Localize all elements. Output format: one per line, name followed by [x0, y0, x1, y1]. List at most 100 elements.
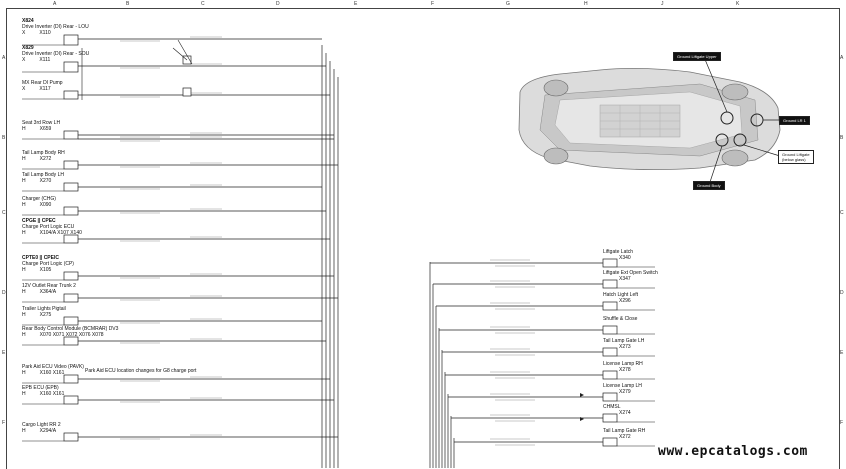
pin-letter: H: [22, 156, 26, 162]
component-name: Seat 3rd Row LH: [22, 120, 61, 126]
callout-leaders: [703, 56, 781, 183]
callout-ground-body: Ground Body: [693, 181, 725, 190]
row-marker-b-r: B: [840, 135, 844, 141]
connector-id: X160 X161: [39, 391, 65, 397]
component-name: Park Aid ECU Video (PAVK): [22, 364, 84, 370]
drawing-frame: [6, 8, 840, 469]
connector-id: X275: [39, 312, 52, 318]
row-marker-d-l: D: [2, 290, 6, 296]
component-name: Drive Inverter (DI) Rear - SOU: [22, 51, 90, 57]
row-marker-c-l: C: [2, 210, 6, 216]
component-group: X829: [22, 45, 34, 51]
connector-id: X105: [39, 267, 52, 273]
connector-id: X659: [39, 126, 52, 132]
component-name: Tail Lamp Gate LH: [603, 338, 645, 344]
callout-line-2: (below glass): [782, 157, 806, 162]
component-name: Liftgate Latch: [603, 249, 634, 255]
pin-letter: H: [22, 391, 26, 397]
component-group: CPGE || CPEC: [22, 218, 56, 224]
connector-block: [63, 61, 79, 73]
pin-letter: H: [22, 428, 26, 434]
component-label: EPB ECU (EPB)H X160 X161: [22, 385, 64, 397]
pin-letter: H: [22, 126, 26, 132]
car-body: [518, 68, 781, 170]
callout-ground-liftgate-upper: Ground Liftgate Upper: [673, 52, 721, 61]
ground-point-liftgate: [733, 133, 747, 147]
column-marker-g: G: [506, 1, 510, 7]
pin-letter: H: [22, 370, 26, 376]
column-marker-b: B: [126, 1, 130, 7]
column-marker-d: D: [276, 1, 280, 7]
connector-id: X273: [619, 344, 631, 350]
pin-letter: H: [22, 289, 26, 295]
pin-letter: H: [22, 230, 26, 236]
connector-id: X340: [619, 255, 631, 261]
connector-id: X278: [619, 367, 631, 373]
connector-id: X117: [39, 86, 51, 92]
column-marker-h: H: [584, 1, 588, 7]
pin-letter: X: [22, 86, 26, 92]
row-marker-e-l: E: [2, 350, 6, 356]
component-pin-conn: H X160 X161: [22, 391, 64, 397]
right-component-label: Shuffle & Close: [603, 316, 637, 322]
arrow-marker: [580, 417, 584, 421]
connector-id: X270: [39, 178, 52, 184]
splice-block: [182, 87, 192, 97]
component-name: Liftgate Ext Open Switch: [603, 270, 658, 276]
component-name: Tail Lamp Body LH: [22, 172, 64, 178]
component-name: Hatch Light Left: [603, 292, 639, 298]
row-marker-c-r: C: [840, 210, 844, 216]
component-name: License Lamp LH: [603, 383, 642, 389]
connector-id: X111: [39, 57, 51, 63]
component-name: Charge Port Logic ECU: [22, 224, 75, 230]
row-marker-f-r: F: [840, 420, 844, 426]
connector-id: X272: [619, 434, 631, 440]
row-marker-a-l: A: [2, 55, 6, 61]
component-name: Tail Lamp Body RH: [22, 150, 65, 156]
callout-line-1: Ground Liftgate: [782, 152, 810, 157]
pin-letter: H: [22, 332, 26, 338]
pin-letter: H: [22, 178, 26, 184]
connector-id: X110: [39, 30, 51, 36]
component-name: License Lamp RH: [603, 361, 643, 367]
row-marker-e-r: E: [840, 350, 844, 356]
row-marker-a-r: A: [840, 55, 844, 61]
row-marker-f-l: F: [2, 420, 6, 426]
arrow-marker: [580, 393, 584, 397]
component-name: EPB ECU (EPB): [22, 385, 59, 391]
connector-id: X274: [619, 410, 631, 416]
column-marker-k: K: [736, 1, 740, 7]
column-marker-j: J: [661, 1, 664, 7]
callout-ground-liftgate-below: Ground Liftgate(below glass): [778, 150, 814, 164]
column-marker-a: A: [53, 1, 57, 7]
row-marker-d-r: D: [840, 290, 844, 296]
connector-block: [63, 34, 79, 46]
pin-letter: H: [22, 267, 26, 273]
component-group: CPTE0 || CPEIC: [22, 255, 59, 261]
